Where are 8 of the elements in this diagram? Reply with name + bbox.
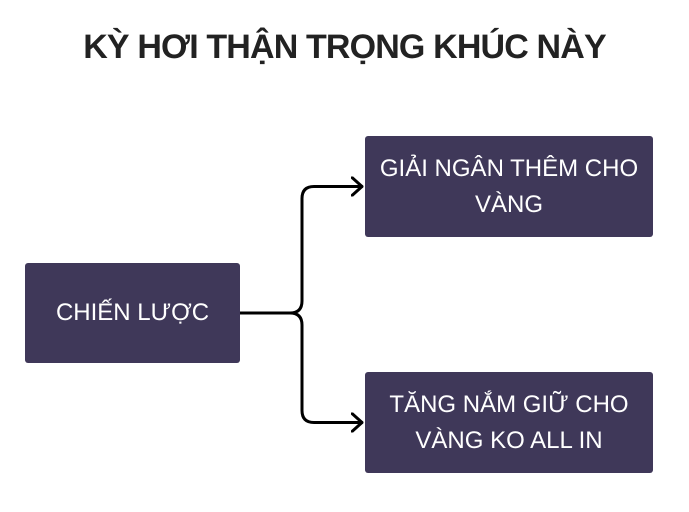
process-box xyxy=(365,372,653,473)
box-label: TĂNG NẮM GIỮ CHO VÀNG KO ALL IN xyxy=(388,390,630,456)
diagram-title: KỲ HƠI THẬN TRỌNG KHÚC NÀY xyxy=(82,26,607,68)
box-label: CHIẾN LƯỢC xyxy=(56,298,210,328)
box-label: GIẢI NGÂN THÊM CHO VÀNG xyxy=(378,154,640,220)
arrow xyxy=(238,312,364,433)
process-box xyxy=(25,263,240,363)
process-box xyxy=(365,136,653,237)
